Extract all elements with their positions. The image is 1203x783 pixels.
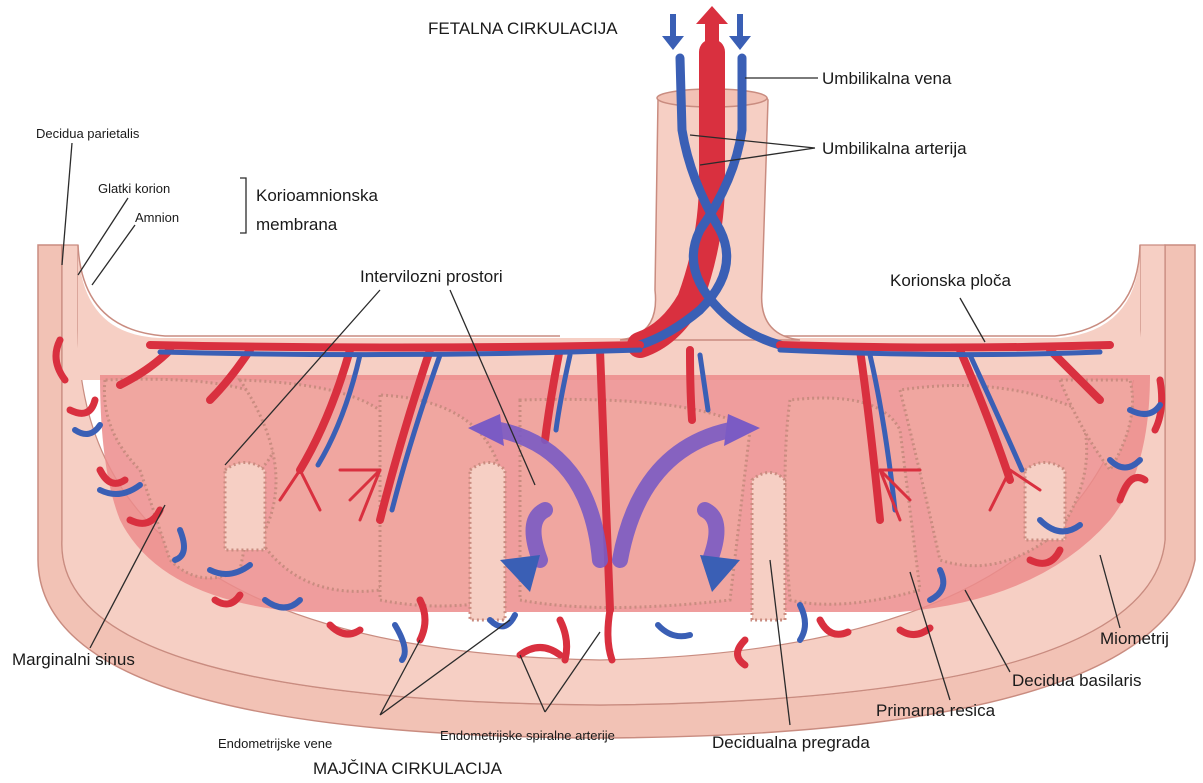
label-primary-villus: Primarna resica — [876, 701, 996, 720]
label-intervillous-spaces: Intervilozni prostori — [360, 267, 503, 286]
fetal-flow-arrows — [662, 6, 751, 50]
label-chorioamnionic-membrane-2: membrana — [256, 215, 338, 234]
label-amnion: Amnion — [135, 210, 179, 225]
label-endometrial-veins: Endometrijske vene — [218, 736, 332, 751]
label-myometrium: Miometrij — [1100, 629, 1169, 648]
label-smooth-chorion: Glatki korion — [98, 181, 170, 196]
arrow-down-right-icon — [729, 14, 751, 50]
label-endometrial-spiral-arteries: Endometrijske spiralne arterije — [440, 728, 615, 743]
arrow-down-left-icon — [662, 14, 684, 50]
label-marginal-sinus: Marginalni sinus — [12, 650, 135, 669]
label-chorioamnionic-membrane-1: Korioamnionska — [256, 186, 378, 205]
label-decidua-basalis: Decidua basilaris — [1012, 671, 1141, 690]
label-chorionic-plate: Korionska ploča — [890, 271, 1012, 290]
label-decidua-parietalis: Decidua parietalis — [36, 126, 140, 141]
label-fetal-circulation: FETALNA CIRKULACIJA — [428, 19, 618, 38]
label-maternal-circulation: MAJČINA CIRKULACIJA — [313, 759, 503, 778]
label-umbilical-vein: Umbilikalna vena — [822, 69, 952, 88]
chorionic-plate-layer — [78, 245, 1140, 380]
decidua-parietalis-line — [78, 245, 1140, 336]
arrow-up-center-icon — [696, 6, 728, 44]
label-umbilical-artery: Umbilikalna arterija — [822, 139, 967, 158]
label-decidual-septum: Decidualna pregrada — [712, 733, 870, 752]
